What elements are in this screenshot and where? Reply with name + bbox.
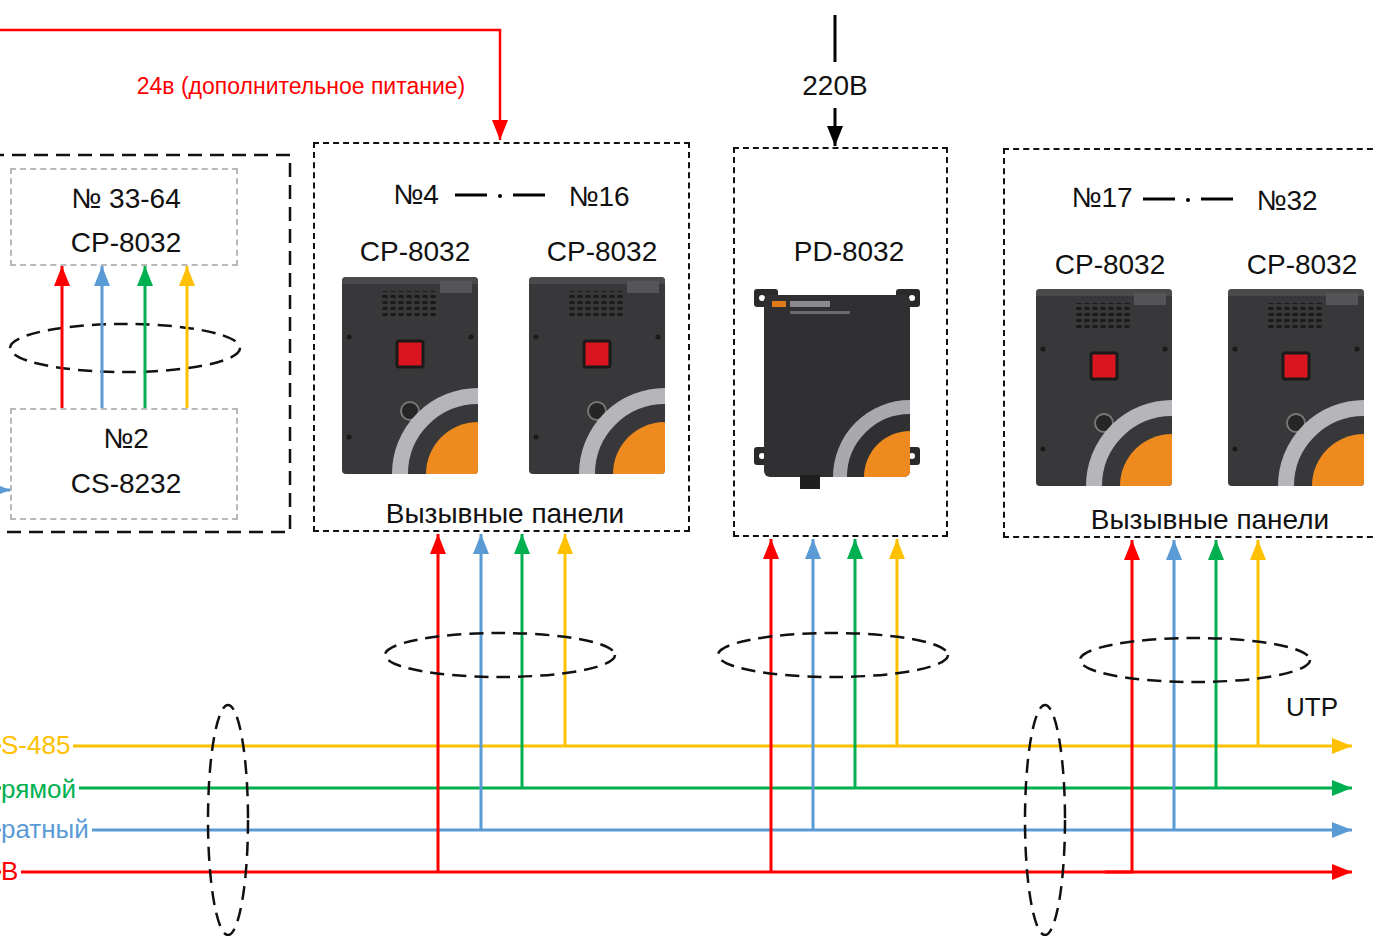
node-text: №32 xyxy=(1256,185,1317,217)
node-title: PD-8032 xyxy=(794,236,905,268)
range-dot xyxy=(1186,198,1190,202)
group-frame xyxy=(0,155,290,532)
signal-wire xyxy=(186,266,189,408)
distributor-box-picture xyxy=(754,289,920,492)
signal-wire xyxy=(61,266,64,408)
mains-arrow xyxy=(834,108,837,146)
call-panel-picture xyxy=(342,277,478,474)
node-title: CP-8032 xyxy=(360,236,471,268)
node-text: CS-8232 xyxy=(71,468,182,500)
signal-name: ратный xyxy=(1,815,92,845)
bus-lines xyxy=(0,746,1352,872)
call-panel-image xyxy=(1228,289,1364,486)
call-panel: CP-8032 xyxy=(1226,247,1366,489)
node-title: CP-8032 xyxy=(1055,249,1166,281)
distributor-box-image xyxy=(754,287,920,492)
call-panel-picture xyxy=(1036,289,1172,486)
feed-arrow xyxy=(0,489,10,492)
signal-name: В xyxy=(1,857,21,887)
voltage-label: 220В xyxy=(798,70,871,102)
call-panel: CP-8032 xyxy=(340,234,480,476)
node-title: №2 xyxy=(103,423,149,455)
node-text: Вызывные панели xyxy=(386,498,624,530)
power-note: 24в (дополнительное питание) xyxy=(133,73,470,99)
edge-layer xyxy=(62,266,187,408)
call-panel-image xyxy=(342,277,478,474)
call-panel: CP-8032 xyxy=(1034,247,1174,489)
node-text: №16 xyxy=(568,181,629,213)
mains-line xyxy=(834,15,837,62)
node-text: Вызывные панели xyxy=(1091,504,1329,536)
cable-type: UTP xyxy=(1282,693,1342,723)
distributor-box: PD-8032 xyxy=(733,147,948,537)
node-title: №17 xyxy=(1071,182,1132,214)
node-title: CP-8032 xyxy=(547,236,658,268)
panel-group: №17 №32Вызывные панели CP-8032 CP-8032 xyxy=(1003,148,1374,538)
signal-name: рямой xyxy=(1,775,79,805)
range-dot xyxy=(498,194,502,198)
signal-wire xyxy=(101,266,104,408)
bus-taps xyxy=(438,534,1258,872)
panel-group: №4 №16Вызывные панели CP-8032 CP-8032 xyxy=(313,142,690,532)
power-line xyxy=(0,30,500,140)
call-panel-picture xyxy=(1228,289,1364,486)
call-panel-image xyxy=(529,277,665,474)
call-panel-picture xyxy=(529,277,665,474)
call-panel: CP-8032 xyxy=(526,234,666,476)
node-text: CP-8032 xyxy=(71,227,182,259)
signal-name: S-485 xyxy=(1,731,73,761)
device-box: №2CS-8232 xyxy=(10,408,238,520)
device-box: № 33-64CP-8032 xyxy=(10,168,238,266)
call-panel-image xyxy=(1036,289,1172,486)
signal-wire xyxy=(144,266,147,408)
node-title: CP-8032 xyxy=(1247,249,1358,281)
node-title: №4 xyxy=(393,179,439,211)
node-title: № 33-64 xyxy=(71,183,180,215)
